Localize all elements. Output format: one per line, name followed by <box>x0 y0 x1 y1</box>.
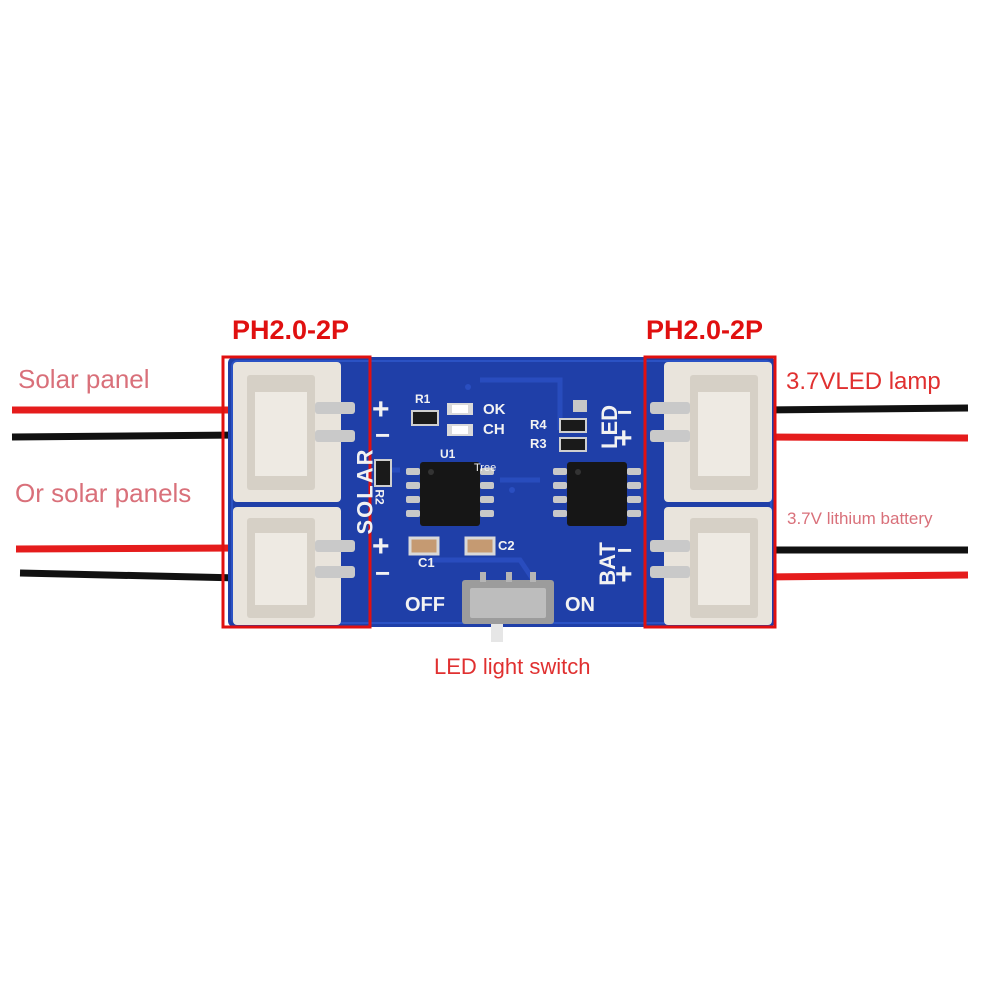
lithium-battery-label: 3.7V lithium battery <box>787 509 933 528</box>
right-connector-top <box>650 362 772 502</box>
silk-tree: Tree <box>474 462 497 474</box>
pcb-board <box>228 357 775 627</box>
silk-r4: R4 <box>530 417 547 432</box>
left-connector-top <box>233 362 355 502</box>
silk-minus-bat: − <box>617 535 633 565</box>
silk-r1: R1 <box>415 392 431 406</box>
silk-r2: R2 <box>372 489 387 505</box>
silk-off: OFF <box>405 594 445 616</box>
smd-components <box>374 400 587 556</box>
solar-panel-label: Solar panel <box>18 364 150 394</box>
silk-on: ON <box>565 594 595 616</box>
left-connector-bottom <box>233 507 355 625</box>
left-connector-highlight <box>221 355 372 629</box>
silk-plus-bat: + <box>615 558 633 591</box>
led-lamp-label: 3.7VLED lamp <box>786 368 941 395</box>
slide-switch <box>462 572 554 642</box>
left-connector-label: PH2.0-2P <box>232 315 350 345</box>
silk-plus-solar-top: + <box>372 393 390 426</box>
ic-u2 <box>553 462 641 526</box>
left-wires <box>11 406 241 582</box>
silk-minus-solar-bottom: − <box>375 558 391 588</box>
or-solar-panels-label: Or solar panels <box>15 478 192 508</box>
right-connector-label: PH2.0-2P <box>646 315 764 345</box>
silk-c2: C2 <box>498 538 515 553</box>
right-connector-bottom <box>650 507 772 625</box>
switch-label: LED light switch <box>434 654 591 679</box>
silk-ch: CH <box>483 421 505 438</box>
silk-plus-solar-bottom: + <box>372 530 390 563</box>
silk-ok: OK <box>483 401 506 418</box>
ic-u1 <box>406 462 494 526</box>
silk-u1: U1 <box>440 447 456 461</box>
right-connector-highlight <box>643 355 777 629</box>
silk-c1: C1 <box>418 555 435 570</box>
silk-minus-solar-top: − <box>375 420 391 450</box>
right-wires <box>759 404 969 581</box>
silk-minus-led: − <box>617 397 633 427</box>
silk-r3: R3 <box>530 436 547 451</box>
silk-plus-led: + <box>615 422 633 455</box>
